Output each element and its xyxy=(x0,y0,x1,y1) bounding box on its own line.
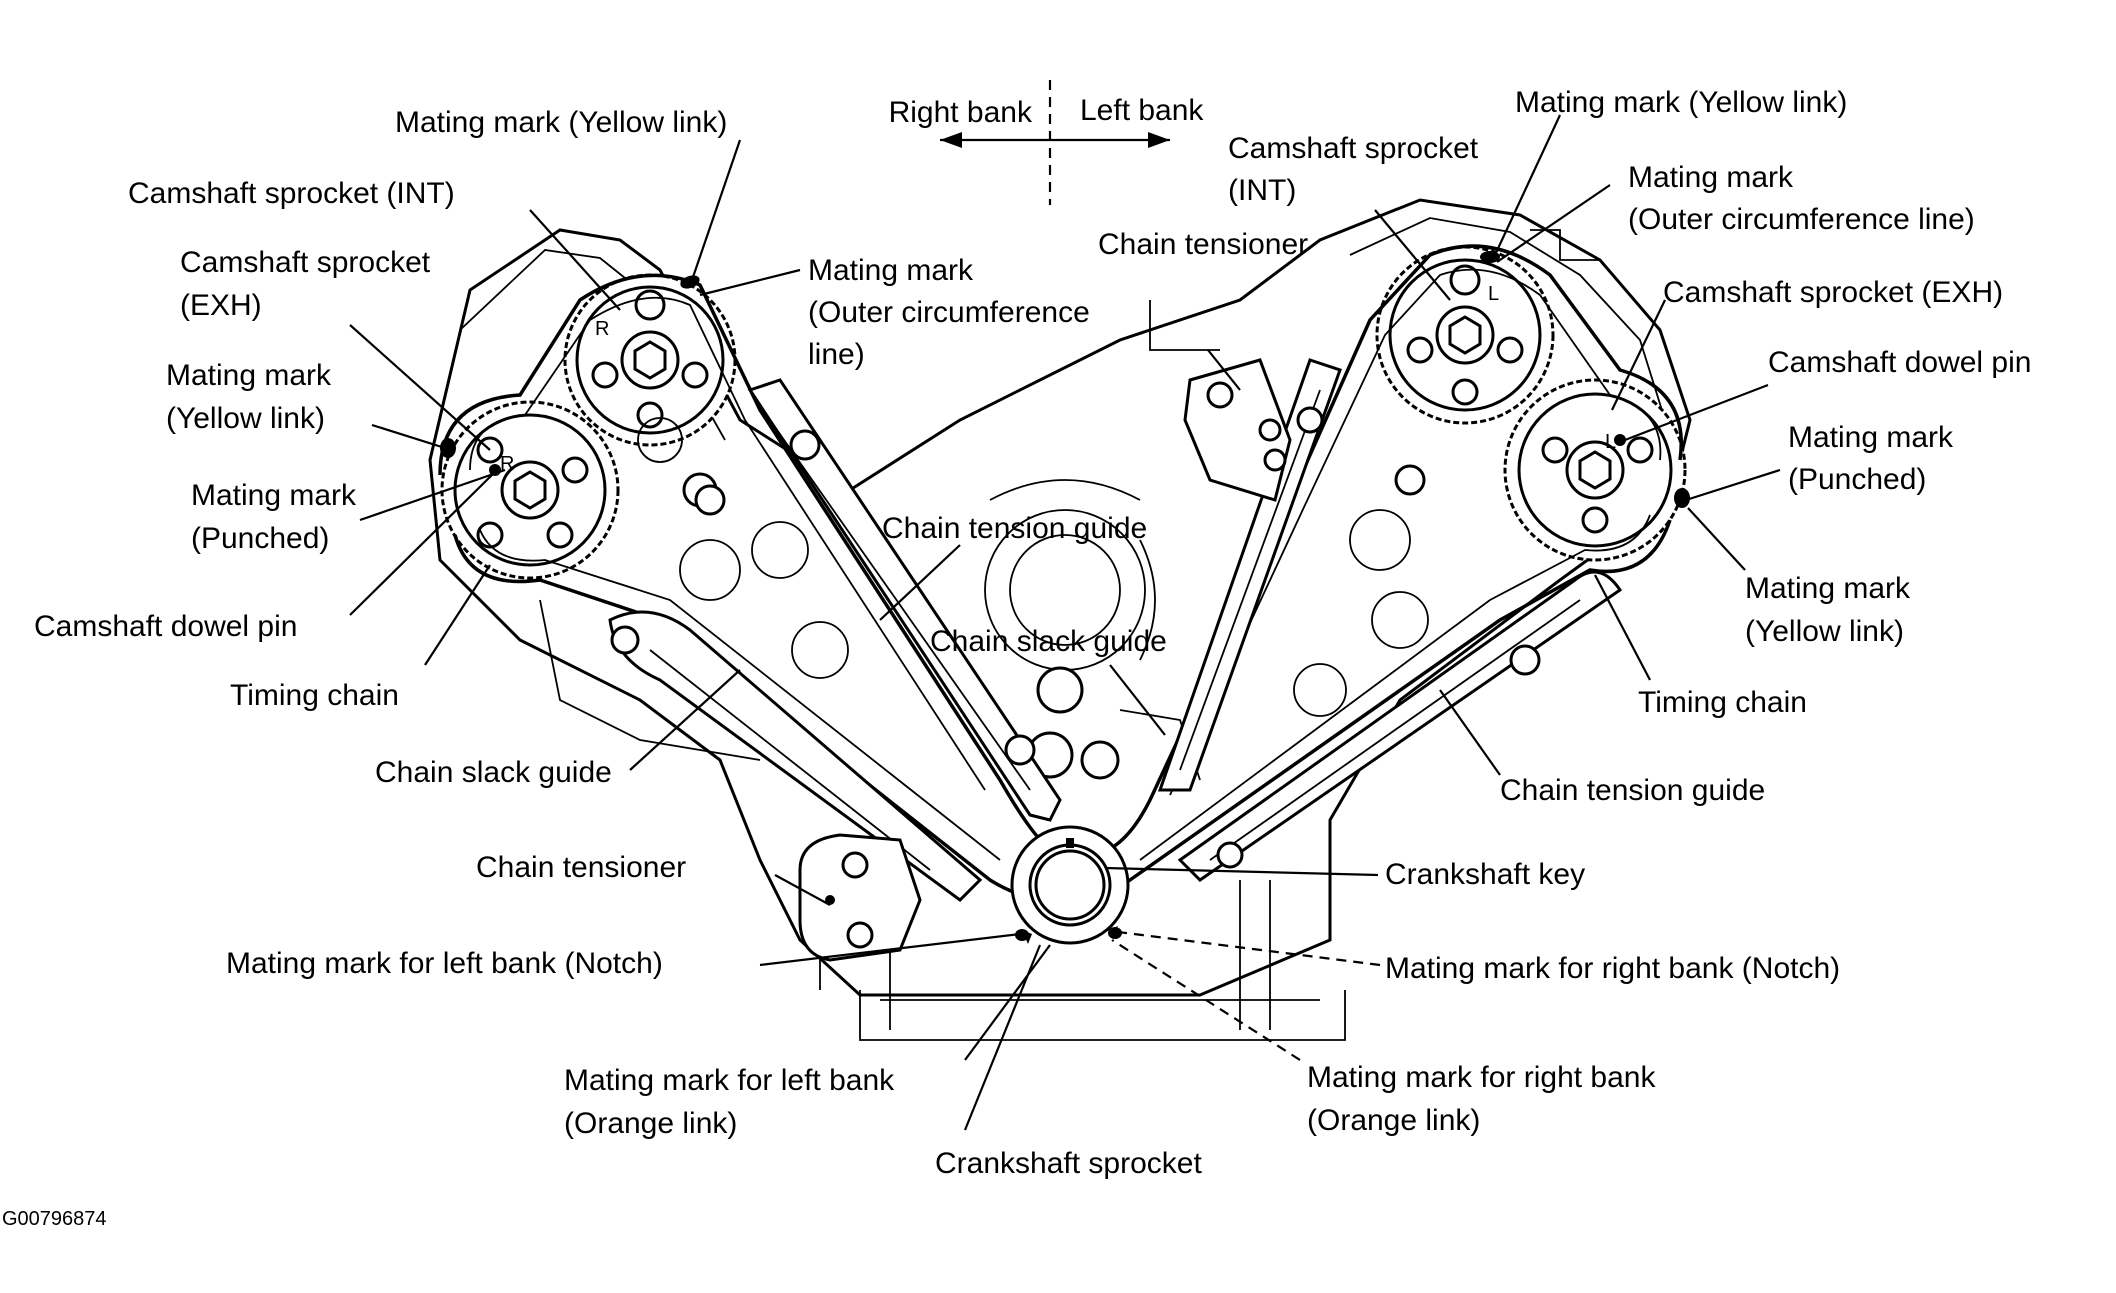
label-lb-mating-mark-punched-1: Mating mark xyxy=(1788,421,1954,454)
label-lb-mating-mark-punched-2: (Punched) xyxy=(1788,463,1926,496)
center-cover-detail xyxy=(679,464,1429,781)
left-bank-label: Left bank xyxy=(1080,94,1204,127)
left-bank-int-letter: L xyxy=(1488,283,1499,305)
left-bank-slack-guide xyxy=(1157,358,1342,792)
label-lb-mating-mark-yellow-side-1: Mating mark xyxy=(1745,572,1911,605)
label-lb-mating-mark-outer-2: (Outer circumference line) xyxy=(1628,203,1975,236)
left-bank-exh-sprocket: L xyxy=(1503,378,1687,562)
right-bank-tension-guide xyxy=(747,378,1062,822)
label-mating-mark-right-orange-2: (Orange link) xyxy=(1307,1104,1480,1137)
left-bank-int-sprocket: L xyxy=(1375,245,1555,425)
label-center-chain-slack-guide: Chain slack guide xyxy=(930,625,1167,658)
label-rb-mating-mark-yellow-side-1: Mating mark xyxy=(166,359,332,392)
label-mating-mark-left-orange-2: (Orange link) xyxy=(564,1107,737,1140)
label-mating-mark-left-notch: Mating mark for left bank (Notch) xyxy=(226,947,663,980)
label-rb-mating-mark-punched-2: (Punched) xyxy=(191,522,329,555)
figure-id: G00796874 xyxy=(2,1208,107,1230)
label-rb-mating-mark-yellow-side-2: (Yellow link) xyxy=(166,402,325,435)
label-lb-mating-mark-yellow-side-2: (Yellow link) xyxy=(1745,615,1904,648)
right-bank-slack-guide xyxy=(608,610,983,902)
label-lb-chain-tension-guide: Chain tension guide xyxy=(1500,774,1765,807)
label-mating-mark-left-orange-1: Mating mark for left bank xyxy=(564,1064,895,1097)
left-bank-exh-letter: L xyxy=(1605,431,1616,453)
label-rb-mating-mark-yellow-top: Mating mark (Yellow link) xyxy=(395,106,727,139)
label-mating-mark-right-orange-1: Mating mark for right bank xyxy=(1307,1061,1656,1094)
label-lb-chain-tensioner: Chain tensioner xyxy=(1098,228,1308,261)
left-bank-tension-guide xyxy=(1177,570,1623,882)
label-center-chain-tension-guide: Chain tension guide xyxy=(882,512,1147,545)
label-rb-chain-tensioner: Chain tensioner xyxy=(476,851,686,884)
label-rb-timing-chain: Timing chain xyxy=(230,679,399,712)
label-crankshaft-sprocket: Crankshaft sprocket xyxy=(935,1147,1202,1180)
label-lb-camshaft-sprocket-exh: Camshaft sprocket (EXH) xyxy=(1663,276,2003,309)
bank-orientation-indicator: Right bank Left bank xyxy=(889,80,1204,205)
label-rb-mating-mark-outer-3: line) xyxy=(808,338,865,371)
label-lb-camshaft-sprocket-int-1: Camshaft sprocket xyxy=(1228,132,1479,165)
left-bank-labels: Mating mark (Yellow link) Camshaft sproc… xyxy=(1098,86,2031,807)
right-bank-head-detail xyxy=(539,417,761,761)
right-bank-label: Right bank xyxy=(889,96,1033,129)
label-mating-mark-right-notch: Mating mark for right bank (Notch) xyxy=(1385,952,1840,985)
label-rb-camshaft-sprocket-exh-2: (EXH) xyxy=(180,289,262,322)
label-lb-timing-chain: Timing chain xyxy=(1638,686,1807,719)
label-rb-mating-mark-outer-1: Mating mark xyxy=(808,254,974,287)
right-bank-timing-chain xyxy=(438,273,1061,900)
label-rb-mating-mark-outer-2: (Outer circumference xyxy=(808,296,1090,329)
right-bank-int-sprocket: R xyxy=(563,273,737,447)
label-lb-mating-mark-outer-1: Mating mark xyxy=(1628,161,1794,194)
label-crankshaft-key: Crankshaft key xyxy=(1385,858,1585,891)
label-lb-camshaft-dowel-pin: Camshaft dowel pin xyxy=(1768,346,2031,379)
label-lb-camshaft-sprocket-int-2: (INT) xyxy=(1228,174,1296,207)
crankshaft-sprocket xyxy=(1010,825,1130,945)
right-bank-int-letter: R xyxy=(595,318,609,340)
left-bank-chain-tensioner xyxy=(1183,358,1292,502)
label-rb-chain-slack-guide: Chain slack guide xyxy=(375,756,612,789)
label-rb-camshaft-sprocket-int: Camshaft sprocket (INT) xyxy=(128,177,455,210)
label-lb-mating-mark-yellow-top: Mating mark (Yellow link) xyxy=(1515,86,1847,119)
label-rb-mating-mark-punched-1: Mating mark xyxy=(191,479,357,512)
right-bank-labels: Mating mark (Yellow link) Camshaft sproc… xyxy=(34,106,1090,884)
center-labels: Chain tension guide Chain slack guide Cr… xyxy=(226,512,1840,1180)
right-bank-exh-sprocket: R xyxy=(440,400,620,580)
leader-lines xyxy=(349,114,1781,1131)
right-bank-chain-tensioner xyxy=(798,833,922,962)
label-rb-camshaft-dowel-pin: Camshaft dowel pin xyxy=(34,610,297,643)
label-rb-camshaft-sprocket-exh-1: Camshaft sprocket xyxy=(180,246,431,279)
